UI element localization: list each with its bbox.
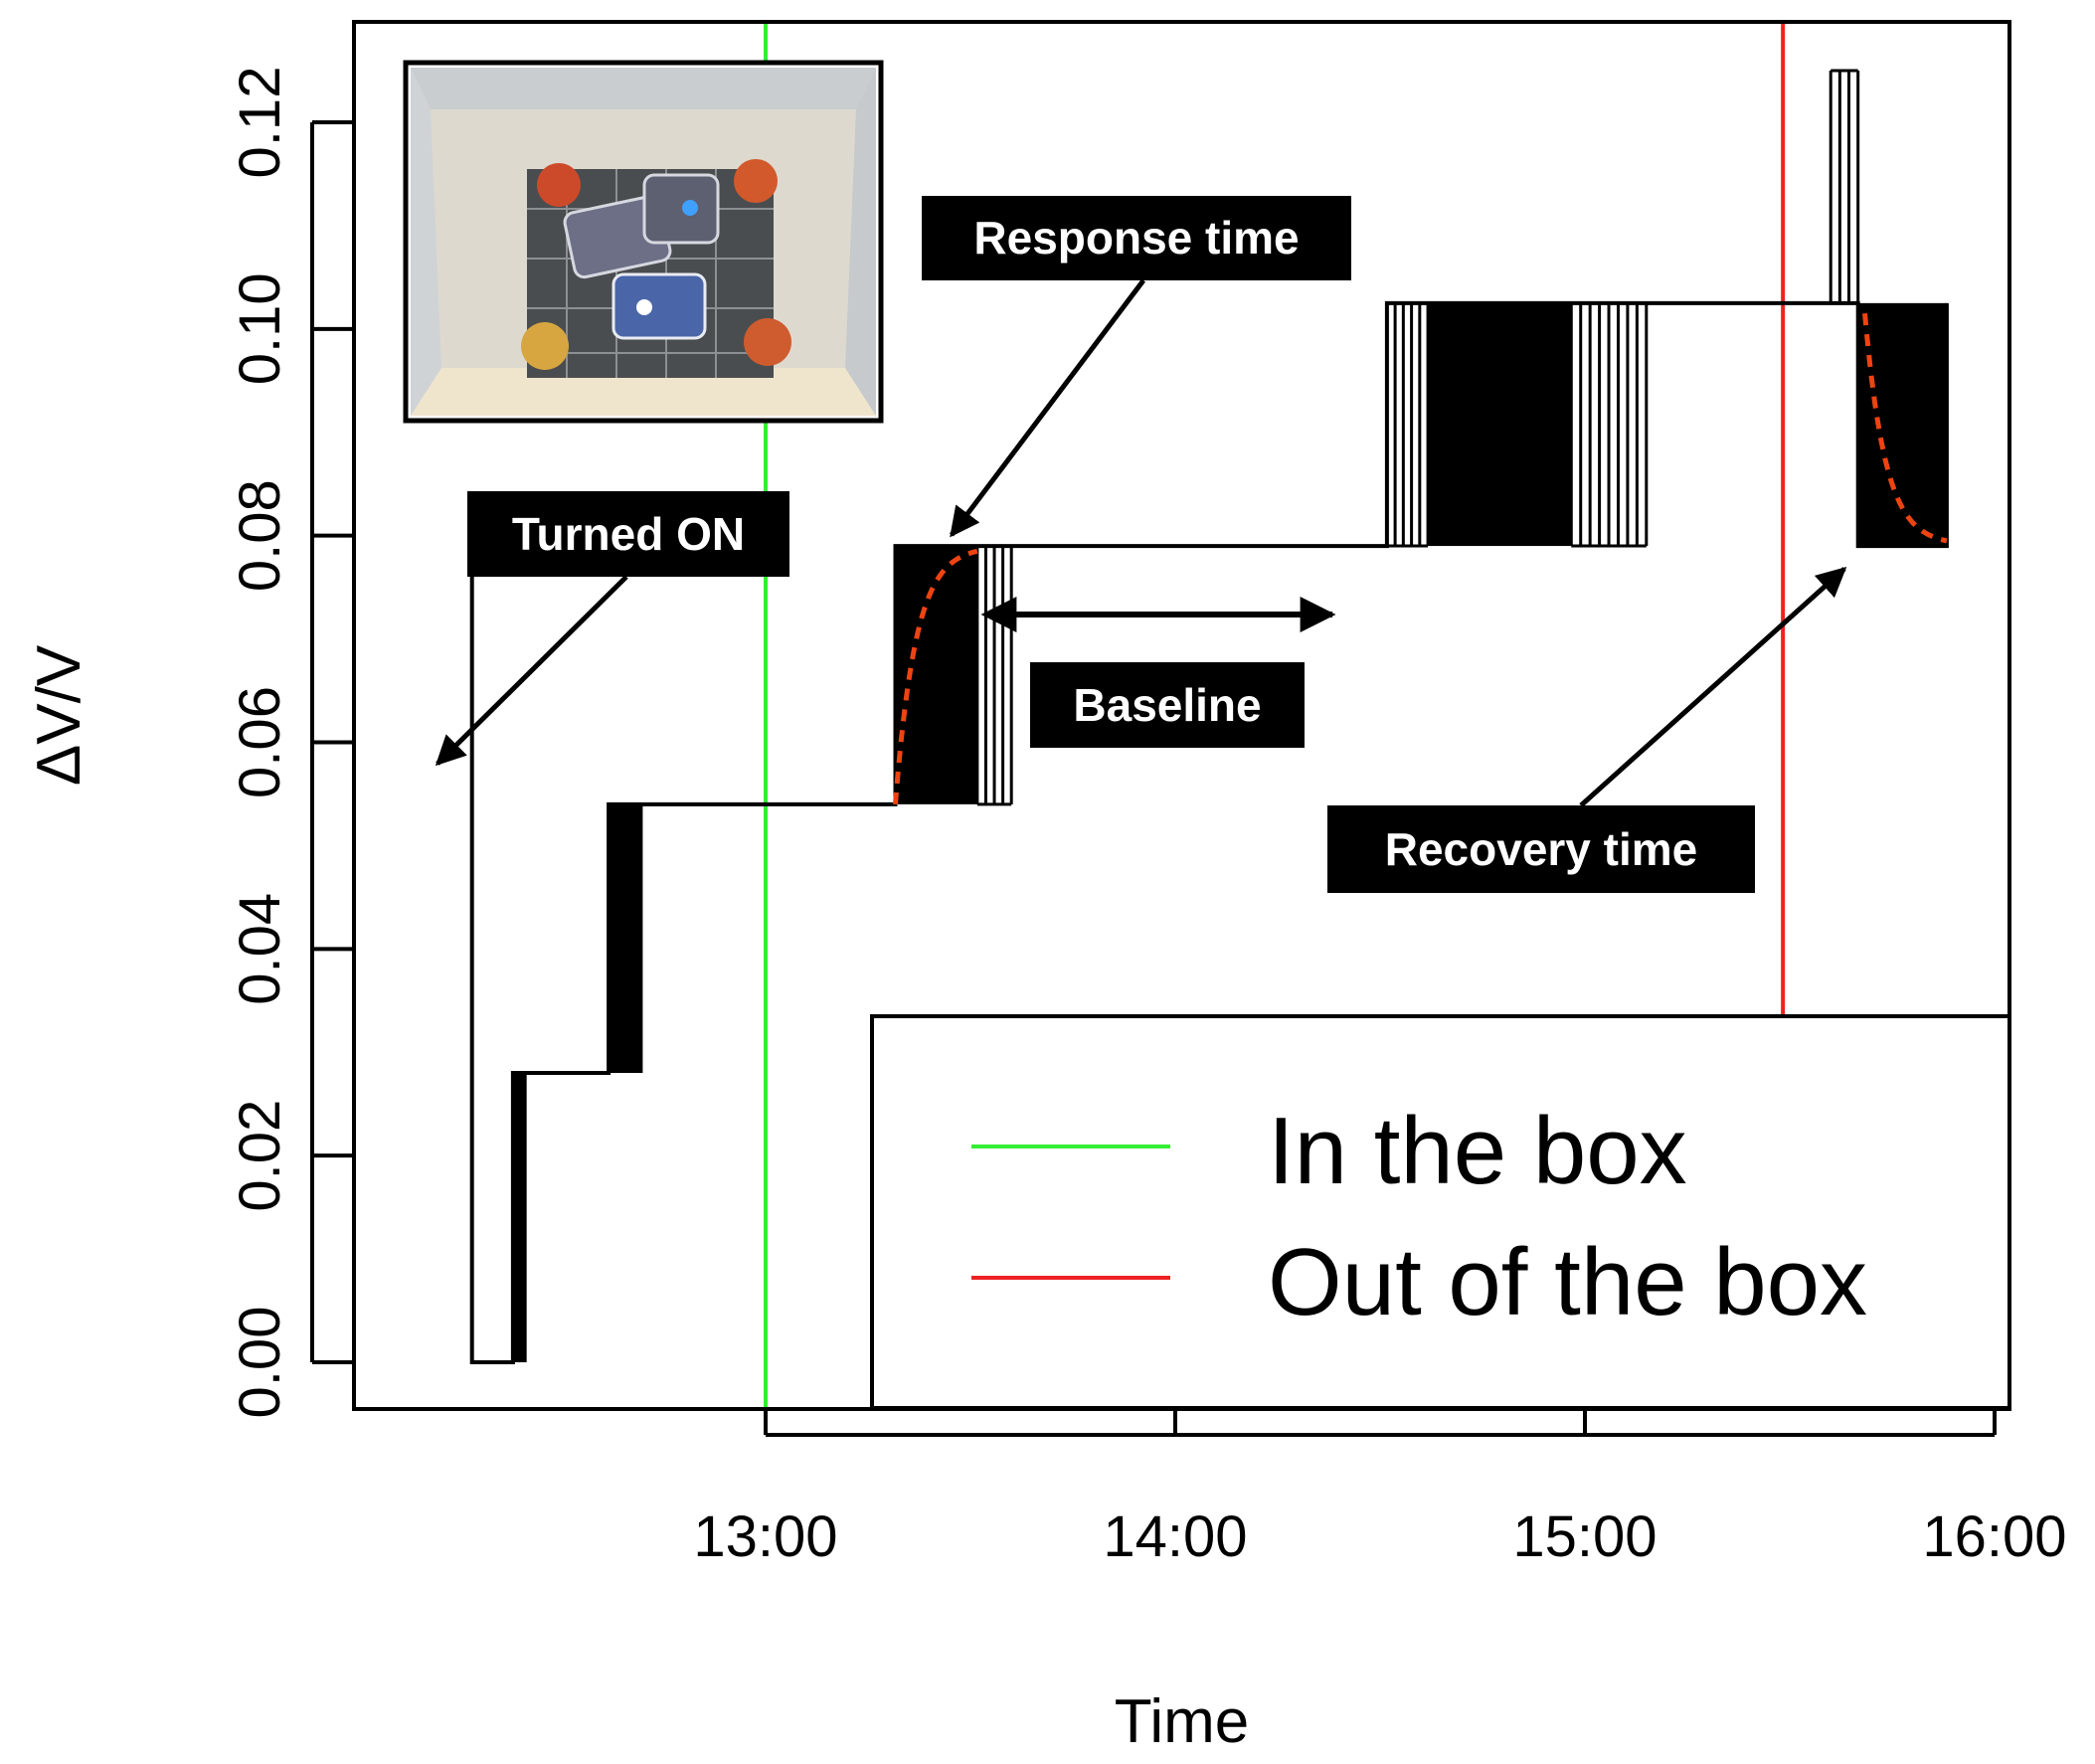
svg-text:Response time: Response time — [973, 212, 1299, 264]
svg-text:Out of the box: Out of the box — [1268, 1229, 1867, 1335]
oscillation-band-6 — [1569, 301, 1649, 548]
fit-curves — [893, 312, 1948, 805]
legend-item-in-the-box: In the box — [971, 1098, 1687, 1204]
y-axis-title: ΔV/V — [25, 644, 93, 786]
y-tick-label-0: 0.00 — [228, 1307, 292, 1419]
oscillation-band-0 — [512, 1073, 527, 1362]
fit-curve-1 — [1862, 312, 1948, 544]
y-tick-label-2: 0.04 — [228, 893, 292, 1005]
y-tick-label-1: 0.02 — [228, 1100, 292, 1212]
oscillation-band-1 — [609, 803, 643, 1074]
x-axis-title: Time — [1115, 1687, 1249, 1756]
svg-text:Recovery time: Recovery time — [1385, 823, 1698, 875]
x-tick-label-1: 14:00 — [1103, 1504, 1247, 1569]
svg-text:Baseline: Baseline — [1073, 679, 1261, 731]
y-tick-label-6: 0.12 — [228, 67, 292, 179]
annotation-baseline: Baseline — [980, 597, 1336, 748]
oscillation-band-8 — [1857, 302, 1947, 547]
y-axis-ticks: 0.00 0.02 0.04 0.06 0.08 0.10 0.12 — [228, 67, 354, 1419]
x-tick-label-0: 13:00 — [693, 1504, 837, 1569]
y-tick-label-4: 0.08 — [228, 479, 292, 592]
y-tick-label-3: 0.06 — [228, 686, 292, 798]
annotations: Turned ON Response time Baseline Recover… — [435, 196, 1847, 893]
main-series — [469, 300, 1949, 1364]
x-tick-label-3: 16:00 — [1922, 1504, 2066, 1569]
oscillation-band-7 — [1829, 69, 1860, 305]
svg-text:Turned ON: Turned ON — [512, 508, 745, 560]
annotation-recovery-time: Recovery time — [1327, 566, 1847, 893]
fit-curve-0 — [893, 548, 978, 805]
legend-item-out-of-the-box: Out of the box — [971, 1229, 1867, 1335]
legend: In the box Out of the box — [870, 1014, 2011, 1410]
main-series-line — [469, 300, 1949, 1364]
svg-text:In the box: In the box — [1268, 1098, 1687, 1204]
x-tick-label-2: 15:00 — [1512, 1504, 1657, 1569]
annotation-response-time: Response time — [922, 196, 1351, 538]
inset-photo — [403, 60, 884, 424]
y-tick-label-5: 0.10 — [228, 272, 292, 385]
annotation-turned-on: Turned ON — [435, 491, 789, 767]
oscillation-band-3 — [975, 544, 1013, 806]
oscillation-band-5 — [1428, 302, 1572, 547]
x-axis-ticks: 13:00 14:00 15:00 16:00 — [693, 1409, 2067, 1569]
oscillation-band-4 — [1385, 301, 1430, 548]
